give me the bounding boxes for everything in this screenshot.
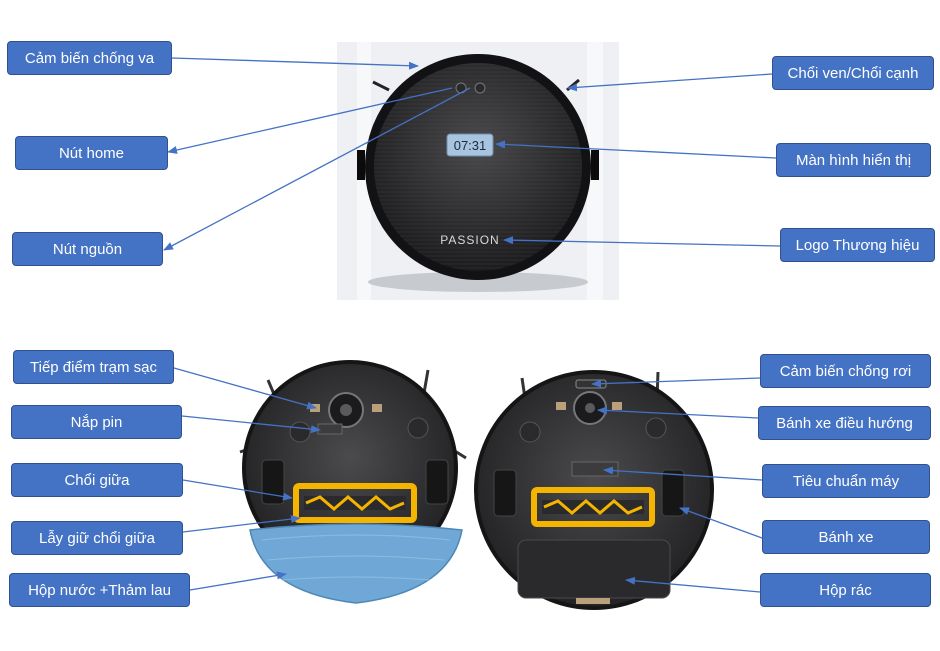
main-brush-frame <box>531 487 655 527</box>
label-main-brush: Chổi giữa <box>11 463 183 497</box>
label-wheel: Bánh xe <box>762 520 930 554</box>
label-steering-wheel: Bánh xe điều hướng <box>758 406 931 440</box>
robot-underside-with-dustbin <box>474 370 714 610</box>
label-water-tank-mop: Hộp nước +Thảm lau <box>9 573 190 607</box>
spec-label <box>571 461 619 477</box>
label-power-button: Nút nguồn <box>12 232 163 266</box>
label-cliff-sensor: Cảm biến chống rơi <box>760 354 931 388</box>
main-brush <box>305 495 405 511</box>
cliff-sensor <box>575 379 607 389</box>
power-button-glyph <box>474 82 486 94</box>
charging-contact <box>372 404 382 412</box>
wheel <box>261 459 285 505</box>
battery-cover <box>317 423 343 435</box>
label-battery-cover: Nắp pin <box>11 405 182 439</box>
label-charging-contacts: Tiếp điểm trạm sạc <box>13 350 174 384</box>
label-side-brush: Chổi ven/Chổi cạnh <box>772 56 934 90</box>
label-bumper-sensor: Cảm biến chống va <box>7 41 172 75</box>
label-spec-label: Tiêu chuẩn máy <box>762 464 930 498</box>
main-brush-frame <box>293 483 417 523</box>
mop-pad <box>249 523 463 604</box>
label-main-brush-latch: Lẫy giữ chổi giữa <box>11 521 183 555</box>
label-brand-logo: Logo Thương hiệu <box>780 228 935 262</box>
wheel <box>493 469 517 517</box>
wheel <box>425 459 449 505</box>
charging-contact <box>310 404 320 412</box>
wheel <box>661 469 685 517</box>
label-display-screen: Màn hình hiển thị <box>776 143 931 177</box>
label-home-button: Nút home <box>15 136 168 170</box>
dust-bin <box>517 539 671 599</box>
label-dust-bin: Hộp rác <box>760 573 931 607</box>
main-brush <box>543 499 643 515</box>
robot-underside-with-mop <box>239 360 467 604</box>
